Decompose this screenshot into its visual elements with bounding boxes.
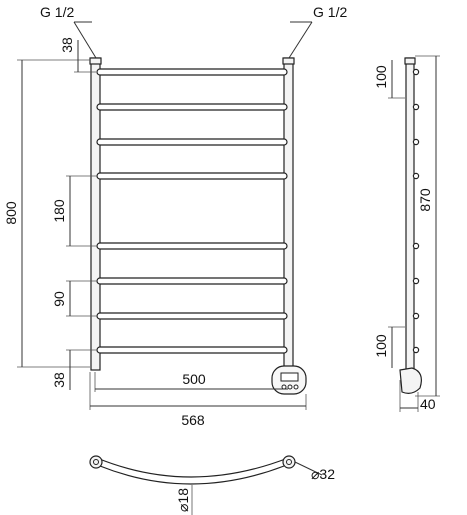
left-pipe-cap	[89, 57, 102, 65]
center-width-dimension: 500	[182, 371, 206, 387]
front-view: G 1/2 G 1/2 800 38 180 90 38 500	[3, 4, 347, 428]
connection-label-left: G 1/2	[40, 4, 74, 20]
side-bar-stubs	[412, 68, 420, 354]
top-pipe-left	[89, 455, 103, 469]
rail-bar	[96, 172, 288, 180]
side-top-dimension: 100	[373, 65, 389, 89]
height-dimension: 800	[3, 201, 19, 225]
side-bottom-dimension: 100	[373, 334, 389, 358]
rail-bar	[96, 68, 288, 76]
side-pipe	[405, 57, 415, 371]
upper-spacing-dimension: 180	[51, 199, 67, 223]
side-height-dimension: 870	[417, 188, 433, 212]
top-offset-dimension: 38	[59, 37, 75, 53]
side-heater-knob	[399, 367, 422, 394]
top-pipe-right	[282, 455, 296, 469]
rail-bar	[96, 103, 288, 111]
curved-bar-inner	[99, 465, 285, 485]
rail-bar	[96, 242, 288, 250]
bar-diameter-dimension: ⌀18	[175, 488, 191, 512]
rail-bar	[96, 312, 288, 320]
pipe-diameter-dimension: ⌀32	[311, 466, 335, 482]
connection-label-right: G 1/2	[313, 4, 347, 20]
top-view: ⌀32 ⌀18	[89, 455, 335, 515]
rail-bar	[96, 138, 288, 146]
rail-bar	[96, 277, 288, 285]
heater-controller	[271, 365, 307, 395]
curved-bar-outer	[96, 457, 289, 478]
side-pipe-cap	[404, 57, 416, 65]
side-view: 870 100 100 40	[373, 55, 440, 412]
rail-bar	[96, 346, 288, 354]
overall-width-dimension: 568	[181, 412, 205, 428]
bottom-offset-dimension: 38	[51, 372, 67, 388]
side-depth-dimension: 40	[420, 396, 436, 412]
lower-spacing-dimension: 90	[51, 291, 67, 307]
right-pipe-cap	[282, 57, 295, 65]
